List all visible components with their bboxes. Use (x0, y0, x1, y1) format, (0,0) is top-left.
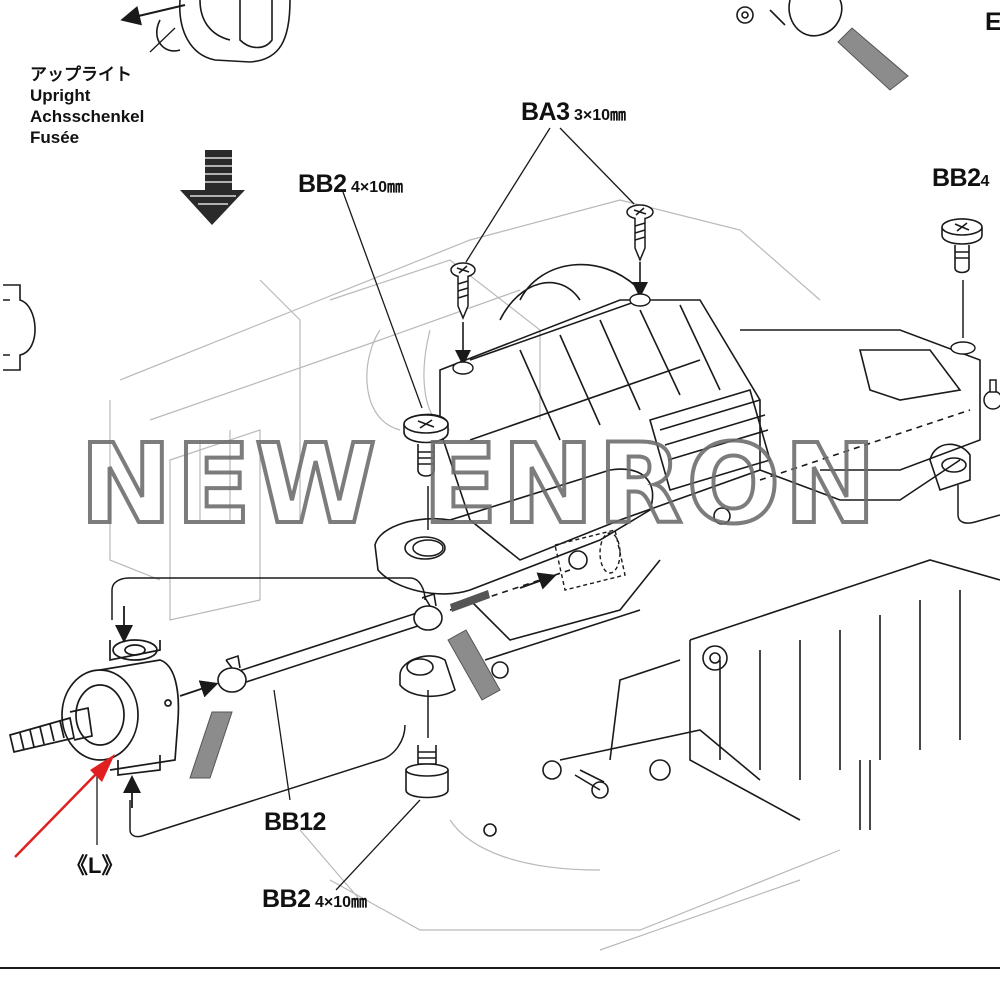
screw-bb2-lower (405, 745, 449, 799)
knuckle-left (8, 639, 180, 776)
grease-tube-rod (450, 590, 490, 612)
label-ba3: BA3 3×10㎜ (521, 98, 626, 127)
watermark-text: NEW ENRON (80, 420, 880, 548)
grease-tube-knuckle (189, 711, 233, 779)
upright-label-de: Achsschenkel (30, 107, 145, 126)
label-bb2-upper-size: 4×10㎜ (350, 179, 404, 196)
grease-tube-crank (447, 629, 501, 701)
label-bb2-lower-code: BB2 (262, 885, 311, 913)
screw-bb2-right (941, 218, 983, 274)
washer-right (950, 341, 976, 355)
hole-ba3-left (452, 361, 474, 375)
label-side-left: 《L》 (66, 853, 124, 878)
screw-ba3-left (450, 262, 476, 320)
label-bb2-upper: BB2 4×10㎜ (298, 170, 403, 199)
upright-label-ja: アップライト (30, 65, 132, 84)
gearbox-housing (439, 263, 981, 561)
steering-rod (217, 592, 443, 693)
ball-end-right (983, 379, 1000, 410)
arrow-top-left (120, 4, 186, 26)
upright-callout: アップライト Upright Achsschenkel Fusée (30, 64, 144, 148)
part-top-center (736, 0, 843, 37)
label-leaders (96, 27, 635, 891)
large-down-arrow (180, 150, 245, 225)
upright-label-fr: Fusée (30, 128, 80, 147)
label-bb2-lower-size: 4×10㎜ (314, 894, 368, 911)
label-bb2-right: BB24 (932, 164, 989, 193)
label-bb2-right-code: BB2 (932, 164, 981, 192)
screw-ba3-right (626, 204, 654, 262)
joint-cup (554, 529, 626, 591)
clip-part-left (3, 284, 36, 371)
screw-bb2-upper (403, 413, 449, 477)
arrow-into-housing (519, 572, 557, 590)
label-bb12: BB12 (264, 808, 326, 836)
grease-tube-top (837, 27, 909, 91)
upright-label-en: Upright (30, 86, 91, 105)
hole-ba3-right (629, 293, 651, 307)
arrow-ball-end (179, 680, 219, 698)
label-bb2-upper-code: BB2 (298, 170, 347, 198)
lower-chassis (483, 507, 1000, 837)
dashed-shaft-right (759, 409, 971, 481)
label-bb2-right-size: 4 (980, 173, 990, 190)
washer-upper (412, 539, 444, 557)
corner-letter: E (985, 8, 1000, 36)
label-ba3-code: BA3 (521, 98, 570, 126)
red-annotation-arrow (14, 754, 115, 858)
label-bb2-lower: BB2 4×10㎜ (262, 885, 367, 914)
label-ba3-size: 3×10㎜ (573, 107, 627, 124)
upright-part-top (155, 0, 291, 63)
assembly-guide-lines (111, 485, 1000, 838)
